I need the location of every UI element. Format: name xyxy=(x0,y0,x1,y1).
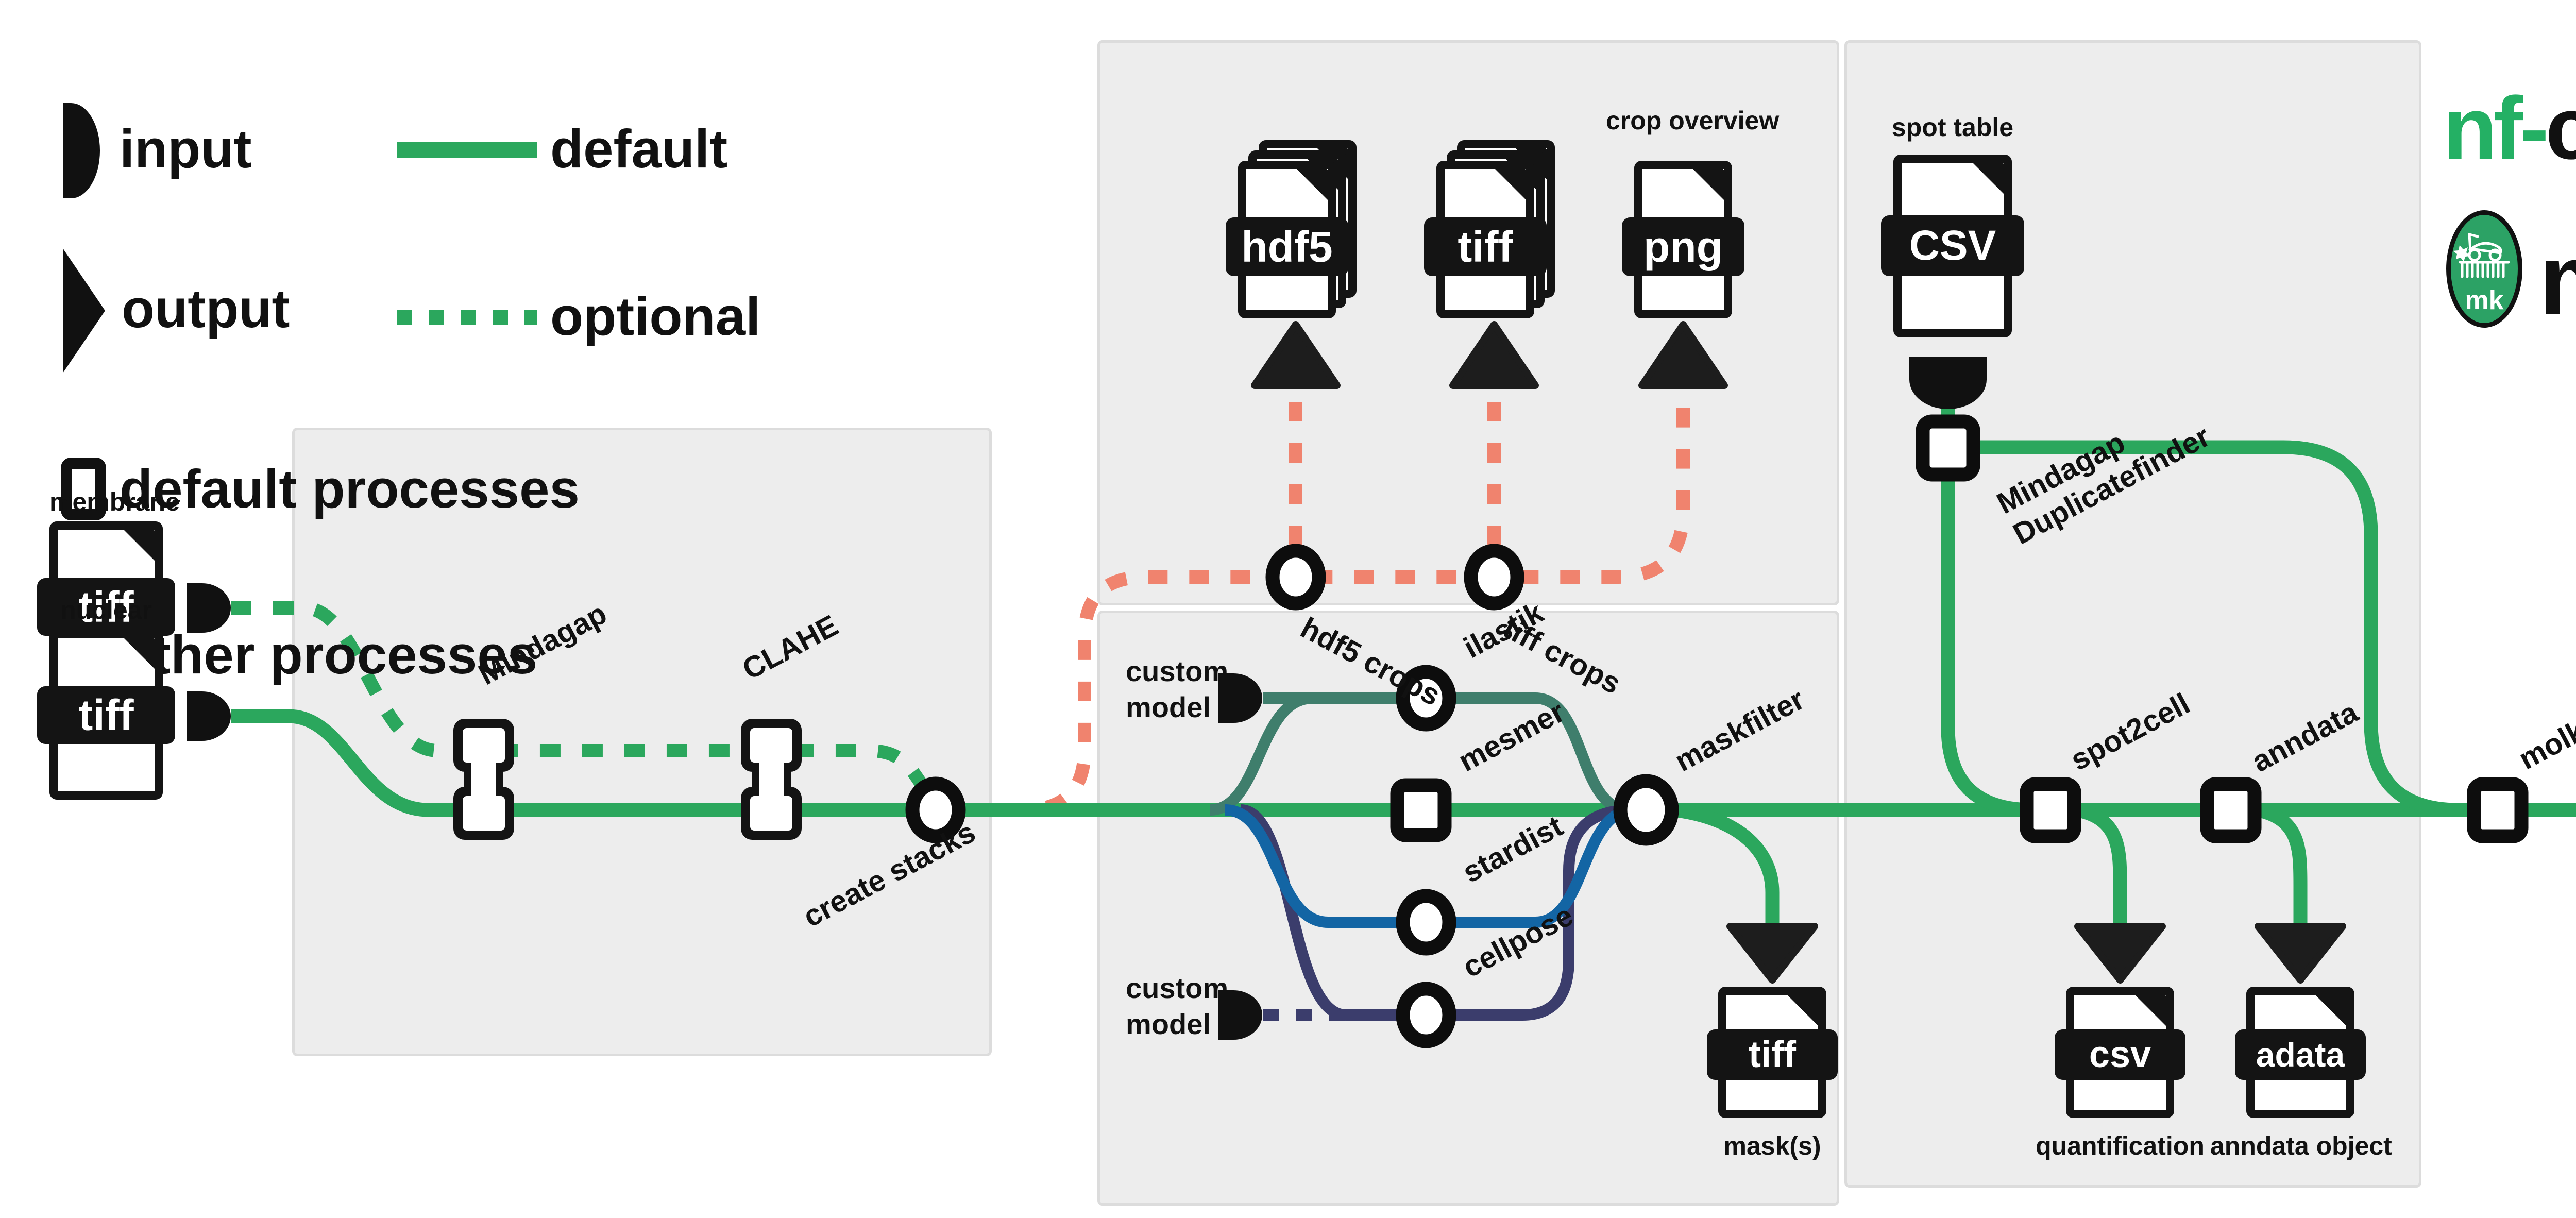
legend-default-process-icon xyxy=(61,458,106,520)
node-stardist xyxy=(1396,889,1456,956)
edge-duplicatefinder-to-main xyxy=(1941,479,2033,817)
output-arrow-png xyxy=(1638,321,1728,389)
output-arrow-tiffcrops xyxy=(1449,321,1539,389)
node-hdf5-crops xyxy=(1265,544,1326,611)
legend-input-label: input xyxy=(120,119,252,179)
node-mindagap xyxy=(453,719,514,840)
edge-maskfilter-to-masks xyxy=(1672,803,1780,927)
node-clahe xyxy=(741,719,802,840)
membrane-label: membrane xyxy=(49,487,180,516)
node-duplicatefinder xyxy=(1916,414,1980,482)
masks-label: mask(s) xyxy=(1723,1131,1821,1160)
output-arrow-quantification xyxy=(2074,923,2166,984)
membrane-file-ext: tiff xyxy=(37,578,175,636)
edge-main-to-stardist xyxy=(1225,804,1329,928)
edge-main-to-cellpose xyxy=(1240,804,1347,1021)
hdf5-file-ext: hdf5 xyxy=(1226,217,1348,276)
box-create-training-subset xyxy=(1097,40,1839,605)
node-ilastik xyxy=(1396,665,1456,732)
nfcore-logo-text: nf-core/ xyxy=(2443,77,2576,179)
box-image-preprocessing xyxy=(292,428,992,1056)
png-file-ext: png xyxy=(1622,217,1744,276)
node-mesmer xyxy=(1390,778,1452,842)
legend-default-line xyxy=(397,142,537,158)
node-molkartqc xyxy=(2467,777,2529,843)
quantification-label: quantification xyxy=(2036,1131,2205,1160)
quantification-file-ext: csv xyxy=(2055,1029,2185,1080)
spot-table-input-icon xyxy=(1909,357,1987,409)
nfcore-logo-prefix: nf- xyxy=(2443,79,2549,178)
edge-main-line xyxy=(231,709,2576,817)
edge-duplicatefinder-bypass xyxy=(1978,440,2459,817)
legend-default-label: default xyxy=(550,119,728,179)
tiffcrops-file-ext: tiff xyxy=(1424,217,1547,276)
molkart-badge-text: mk xyxy=(2465,285,2504,315)
edge-anndata-to-object xyxy=(2255,803,2308,927)
spot-table-file-ext: CSV xyxy=(1881,215,2024,276)
molkart-logo-text: molkart xyxy=(2539,222,2576,337)
edge-ilastik-line xyxy=(1263,692,1630,816)
masks-file-ext: tiff xyxy=(1707,1029,1838,1080)
node-cellpose xyxy=(1396,982,1456,1048)
custom-model-bottom-label: custom model xyxy=(1126,972,1229,1040)
custom-model-top-label: custom model xyxy=(1126,655,1229,723)
edge-spot2cell-to-quantification xyxy=(2075,803,2127,927)
spot-table-label: spot table xyxy=(1891,113,2014,142)
crop-overview-label: crop overview xyxy=(1606,106,1780,135)
node-tiff-crops xyxy=(1464,544,1524,611)
legend-optional-line xyxy=(397,310,537,325)
legend-output-icon xyxy=(63,248,105,373)
molkart-badge-icon: mk xyxy=(2446,210,2522,328)
legend-default-processes-label: default processes xyxy=(120,459,580,519)
legend-optional-label: optional xyxy=(550,286,761,347)
output-arrow-masks xyxy=(1726,923,1818,984)
anndata-object-label: anndata object xyxy=(2210,1131,2392,1160)
node-create-stacks xyxy=(905,776,966,843)
output-arrow-hdf5 xyxy=(1251,321,1341,389)
output-arrow-anndata xyxy=(2255,923,2346,984)
nuclear-label: nuclear xyxy=(60,596,152,624)
nfcore-logo-core: core/ xyxy=(2545,79,2576,178)
edge-cellpose-line xyxy=(1346,804,1633,1021)
legend-output-label: output xyxy=(122,279,290,339)
legend-other-processes-label: other processes xyxy=(120,625,538,685)
anndata-file-ext: adata xyxy=(2235,1029,2366,1080)
node-anndata xyxy=(2200,777,2262,843)
node-spot2cell xyxy=(2020,777,2081,843)
node-maskfilter xyxy=(1613,774,1679,846)
nuclear-file-ext: tiff xyxy=(37,686,175,744)
